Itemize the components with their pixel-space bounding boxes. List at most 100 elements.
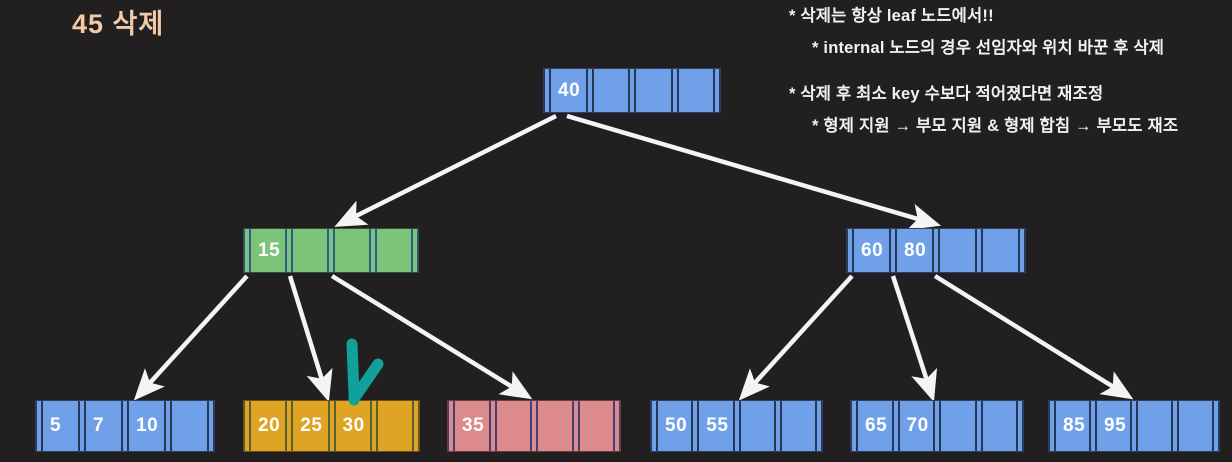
node-key-cell[interactable] [677, 69, 714, 112]
edge-internal-right-to-leaf-4 [738, 274, 854, 401]
node-pointer-slot [370, 401, 377, 451]
node-pointer-slot [286, 229, 292, 272]
root-node[interactable]: 40 [543, 68, 721, 113]
edge-internal-left-to-leaf-1 [133, 274, 249, 401]
node-key-cell[interactable]: 7 [85, 401, 122, 451]
node-pointer-slot [572, 401, 579, 451]
node-pointer-slot [847, 229, 853, 272]
node-key-cell[interactable] [376, 401, 413, 451]
node-key-cell[interactable] [592, 69, 629, 112]
node-key-cell[interactable] [537, 401, 573, 451]
node-pointer-slot [851, 401, 857, 451]
node-pointer-slot [774, 401, 781, 451]
node-pointer-slot [614, 401, 620, 451]
node-key-cell[interactable]: 80 [896, 229, 933, 272]
node-pointer-slot [651, 401, 657, 451]
node-pointer-slot [1049, 401, 1055, 451]
node-pointer-slot [975, 401, 982, 451]
node-key-cell[interactable] [376, 229, 412, 272]
node-key-cell[interactable]: 85 [1055, 401, 1090, 451]
node-key-cell[interactable]: 95 [1096, 401, 1131, 451]
node-pointer-slot [286, 401, 293, 451]
node-key-cell[interactable]: 70 [898, 401, 934, 451]
node-key-cell[interactable]: 30 [334, 401, 371, 451]
node-key-cell[interactable] [982, 229, 1019, 272]
edge-root-to-internal-left [334, 113, 558, 227]
node-pointer-slot [122, 401, 128, 451]
node-pointer-slot [892, 401, 899, 451]
node-key-cell[interactable]: 65 [857, 401, 893, 451]
node-pointer-slot [489, 401, 496, 451]
node-pointer-slot [1213, 401, 1219, 451]
annotation-line-2: * internal 노드의 경우 선임자와 위치 바꾼 후 삭제 [812, 39, 1165, 57]
node-pointer-slot [1019, 229, 1025, 272]
node-pointer-slot [1017, 401, 1023, 451]
annotation-line-4: * 형제 지원 → 부모 지원 & 형제 합침 → 부모도 재조 [812, 117, 1179, 135]
node-key-cell[interactable]: 60 [853, 229, 890, 272]
internal-node-left[interactable]: 15 [243, 228, 419, 273]
node-key-cell[interactable] [171, 401, 208, 451]
node-key-cell[interactable] [1137, 401, 1172, 451]
node-pointer-slot [1172, 401, 1178, 451]
node-key-cell[interactable] [780, 401, 816, 451]
page-title: 45 삭제 [72, 9, 165, 39]
leaf-node-3[interactable]: 35 [447, 400, 621, 452]
node-pointer-slot [36, 401, 42, 451]
node-pointer-slot [890, 229, 896, 272]
node-pointer-slot [448, 401, 454, 451]
node-pointer-slot [370, 229, 376, 272]
edge-internal-right-to-leaf-6 [933, 274, 1134, 400]
node-pointer-slot [165, 401, 171, 451]
node-key-cell[interactable]: 15 [250, 229, 286, 272]
node-key-cell[interactable] [939, 229, 976, 272]
node-pointer-slot [328, 229, 334, 272]
node-pointer-slot [733, 401, 740, 451]
node-key-cell[interactable] [1178, 401, 1213, 451]
edge-internal-right-to-leaf-5 [890, 275, 938, 402]
node-key-cell[interactable]: 40 [550, 69, 587, 112]
node-pointer-slot [714, 69, 720, 112]
node-pointer-slot [816, 401, 822, 451]
node-pointer-slot [934, 401, 940, 451]
node-key-cell[interactable]: 35 [454, 401, 490, 451]
node-key-cell[interactable]: 55 [698, 401, 734, 451]
node-pointer-slot [933, 229, 939, 272]
teal-cursor-arrow [346, 338, 384, 406]
node-key-cell[interactable] [578, 401, 614, 451]
node-key-cell[interactable] [334, 229, 370, 272]
edge-internal-left-to-leaf-2 [287, 275, 333, 403]
node-pointer-slot [244, 229, 250, 272]
node-pointer-slot [544, 69, 550, 112]
node-key-cell[interactable] [495, 401, 531, 451]
node-pointer-slot [629, 69, 635, 112]
node-key-cell[interactable] [739, 401, 775, 451]
node-pointer-slot [413, 401, 419, 451]
node-key-cell[interactable] [981, 401, 1017, 451]
node-key-cell[interactable]: 50 [657, 401, 693, 451]
node-pointer-slot [244, 401, 250, 451]
node-pointer-slot [531, 401, 537, 451]
node-key-cell[interactable] [635, 69, 672, 112]
node-key-cell[interactable]: 20 [250, 401, 287, 451]
node-pointer-slot [328, 401, 335, 451]
node-key-cell[interactable] [292, 229, 328, 272]
node-key-cell[interactable]: 25 [292, 401, 329, 451]
edge-internal-left-to-leaf-3 [330, 274, 533, 400]
node-pointer-slot [412, 229, 418, 272]
annotation-line-3: * 삭제 후 최소 key 수보다 적어졌다면 재조정 [789, 85, 1104, 103]
node-key-cell[interactable] [940, 401, 976, 451]
node-key-cell[interactable]: 10 [128, 401, 165, 451]
node-pointer-slot [79, 401, 85, 451]
node-pointer-slot [692, 401, 699, 451]
annotation-line-1: * 삭제는 항상 leaf 노드에서!! [789, 7, 994, 25]
node-pointer-slot [671, 69, 678, 112]
node-pointer-slot [1131, 401, 1137, 451]
node-key-cell[interactable]: 5 [42, 401, 79, 451]
